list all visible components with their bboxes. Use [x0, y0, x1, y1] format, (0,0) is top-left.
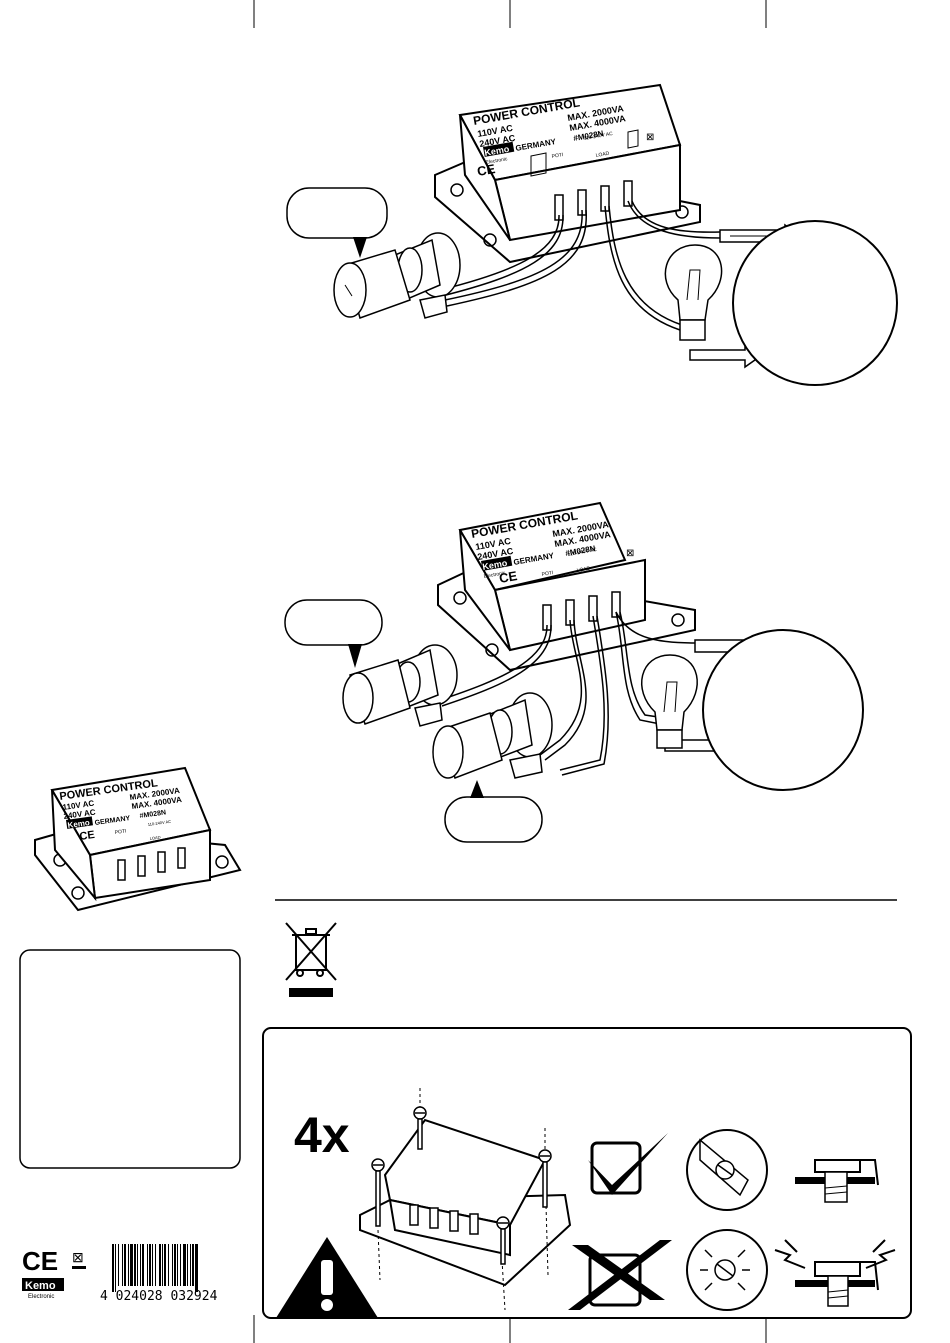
potentiometer-upper: [342, 644, 458, 727]
mounting-instructions-panel: 4x: [262, 1027, 912, 1319]
barcode-bar: [134, 1244, 136, 1286]
module-poti-label: POTI: [551, 152, 564, 160]
screw-count-label: 4x: [294, 1107, 350, 1163]
barcode-bar: [159, 1244, 161, 1286]
correct-checkbox-icon: [588, 1133, 668, 1195]
barcode-bar: [112, 1244, 114, 1292]
barcode-bar: [124, 1244, 126, 1286]
module-with-screws: [359, 1088, 572, 1311]
barcode-bar: [195, 1244, 198, 1292]
module-poti-label-2: POTI: [541, 570, 554, 578]
barcode-bar: [128, 1244, 129, 1286]
screw-overtightened-detail-icon: [686, 1229, 768, 1311]
footer-brand: Kemo: [25, 1280, 56, 1292]
overview-ce: CE: [79, 829, 96, 843]
barcode-bar: [147, 1244, 148, 1286]
barcode-bar: [177, 1244, 178, 1286]
light-bulb-icon-2: [640, 654, 698, 749]
barcode-bar: [155, 1244, 156, 1286]
barcode-bar: [140, 1244, 141, 1286]
warning-icon: [276, 1237, 378, 1318]
potentiometer: [333, 232, 461, 319]
module-brand-sub-2: Electronic: [483, 570, 506, 580]
barcode: [112, 1244, 198, 1292]
barcode-digits: 4 024028 032924: [100, 1289, 218, 1304]
weee-disposal-icon: [285, 922, 337, 997]
module-overview-image: POWER CONTROL 110V AC MAX. 2000VA 240V A…: [34, 766, 242, 912]
footer-weee-icon: ⊠: [72, 1249, 84, 1265]
barcode-bar: [168, 1244, 169, 1286]
barcode-bar: [122, 1244, 123, 1286]
barcode-bar: [137, 1244, 138, 1286]
footer-marks: CE ⊠ Kemo Electronic: [22, 1246, 86, 1300]
callout-bubble-1: [286, 187, 388, 258]
module-brand-2: Kemo: [482, 558, 509, 572]
screw-icon: [371, 1106, 552, 1265]
barcode-bar: [149, 1244, 151, 1286]
barcode-bar: [118, 1244, 119, 1286]
barcode-bar: [142, 1244, 144, 1286]
barcode-bar: [183, 1244, 186, 1286]
barcode-bar: [152, 1244, 153, 1286]
module-ce: CE: [476, 161, 497, 179]
barcode-bar: [130, 1244, 133, 1286]
mains-supply-circle: [732, 220, 898, 386]
mains-supply-circle-2: [702, 629, 864, 791]
module-load-label: LOAD: [595, 151, 610, 159]
overview-model: #M028N: [139, 809, 166, 820]
barcode-bar: [162, 1244, 163, 1286]
module-brand-sub: Electronic: [485, 156, 508, 166]
diagram-single-poti: POWER CONTROL 110V AC MAX. 2000VA 240V A…: [286, 83, 898, 386]
incorrect-cross-icon: [568, 1240, 672, 1310]
screw-tight-detail-icon: [686, 1129, 768, 1211]
overview-voltage-label: 110-240V AC: [147, 819, 171, 827]
info-box: [19, 949, 241, 1169]
overview-load-label: LOAD: [149, 835, 161, 841]
barcode-bar: [187, 1244, 188, 1286]
screw-side-view-cracked-icon: [774, 1239, 896, 1307]
module-voltage-label-2: 110-240V AC: [567, 547, 597, 558]
footer-ce-mark: CE: [22, 1246, 58, 1276]
barcode-bar: [190, 1244, 191, 1286]
light-bulb-icon: [664, 244, 723, 341]
overview-voltage-110: 110V AC: [62, 799, 95, 812]
diagram-dual-poti: POWER CONTROL 110V AC MAX. 2000VA 240V A…: [284, 501, 864, 843]
footer-brand-sub: Electronic: [28, 1294, 54, 1300]
crop-marks: [253, 0, 767, 1343]
screw-side-view-ok-icon: [795, 1159, 879, 1203]
barcode-bar: [115, 1244, 116, 1292]
overview-made-in: GERMANY: [94, 815, 131, 827]
module-ce-2: CE: [498, 568, 519, 586]
overview-brand: Kemo: [67, 818, 90, 830]
callout-bubble-3: [444, 780, 543, 843]
barcode-bar: [180, 1244, 181, 1286]
barcode-bar: [164, 1244, 166, 1286]
module-load-label-2: LOAD: [576, 566, 591, 574]
callout-bubble-2: [284, 599, 383, 668]
module-brand: Kemo: [484, 144, 511, 158]
barcode-bar: [172, 1244, 173, 1286]
barcode-bar: [192, 1244, 194, 1286]
potentiometer-lower: [432, 692, 553, 779]
module-weee-icon: ⊠: [646, 132, 654, 143]
module-voltage-label: 110-240V AC: [583, 131, 613, 142]
overview-poti-label: POTI: [114, 828, 126, 836]
barcode-bar: [174, 1244, 176, 1286]
module-weee-icon-2: ⊠: [626, 548, 634, 559]
